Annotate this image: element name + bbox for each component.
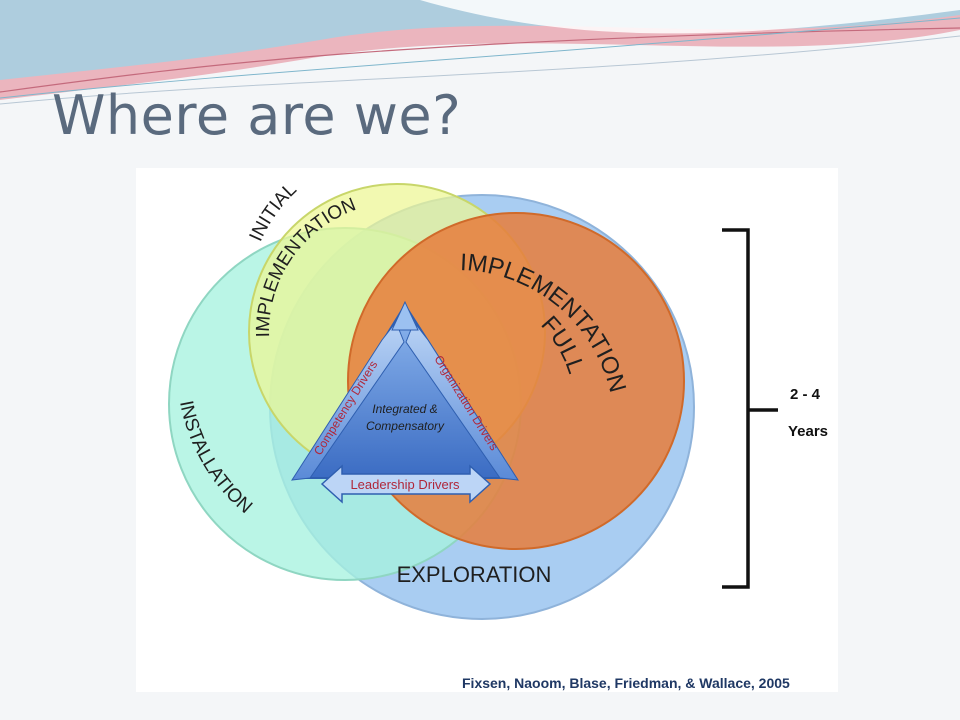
center-label-line1: Integrated & [372,402,437,416]
stage-label-exploration: EXPLORATION [397,562,552,587]
timeline-unit: Years [787,423,829,440]
leadership-drivers-label: Leadership Drivers [350,477,460,492]
banner-line-1 [0,27,960,93]
banner-line-2 [0,17,960,99]
citation: Fixsen, Naoom, Blase, Friedman, & Wallac… [462,675,790,691]
center-label-line2: Compensatory [366,419,445,433]
triangle-top-arrowhead [391,300,419,331]
timeline-bracket [722,228,778,589]
leadership-drivers-arrow [320,464,492,504]
decorative-wave-banner [0,0,960,105]
banner-wave-white [420,0,960,34]
implementation-stages-diagram: INITIAL IMPLEMENTATION FULL IMPLEMENTATI… [168,179,778,620]
timeline-range: 2 - 4 [789,386,820,403]
slide-title: Where are we? [52,84,462,147]
competency-drivers-arrow [291,321,405,481]
organization-drivers-arrow [405,321,519,481]
banner-line-3 [0,35,960,105]
